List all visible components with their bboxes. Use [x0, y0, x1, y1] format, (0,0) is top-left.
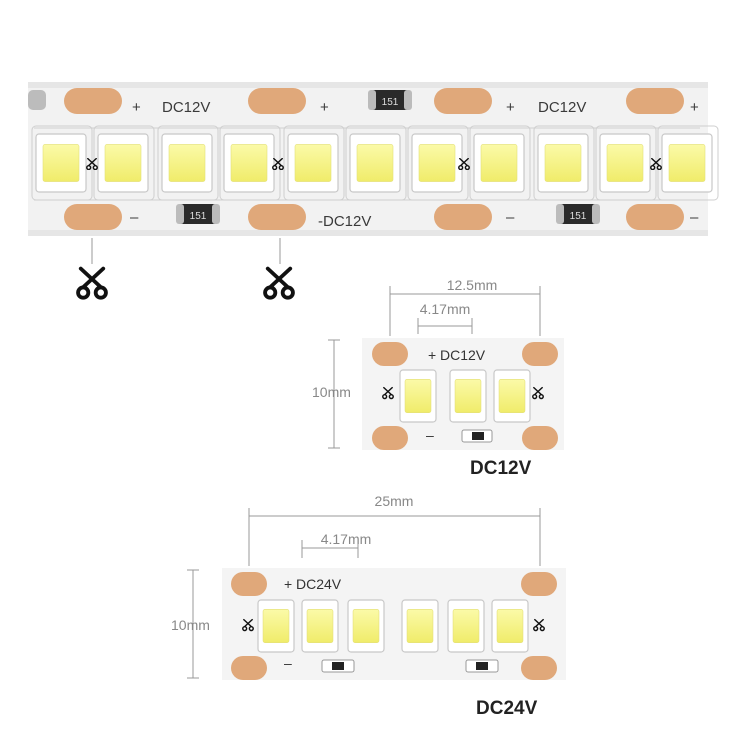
- voltage-label: DC12V: [440, 347, 486, 363]
- led-chip: [257, 599, 295, 653]
- strip-voltage-label: DC12V: [162, 99, 210, 116]
- resistor: 151: [556, 204, 600, 224]
- svg-text:151: 151: [382, 97, 399, 108]
- voltage-label: DC24V: [296, 576, 342, 592]
- led-chip: [349, 133, 401, 193]
- led-row: [31, 125, 719, 201]
- copper-pad: [231, 656, 267, 680]
- copper-pad: [231, 572, 267, 596]
- copper-pad: [434, 88, 492, 114]
- led-chip: [599, 133, 651, 193]
- width-label: 12.5mm: [447, 277, 498, 293]
- led-outline: [657, 125, 719, 201]
- scissors-icon: [265, 269, 293, 298]
- led-outline: [407, 125, 469, 201]
- led-outline: [93, 125, 155, 201]
- led-chip: [97, 133, 149, 193]
- copper-pad: [521, 656, 557, 680]
- led-row: [257, 599, 529, 653]
- copper-pad: [64, 204, 122, 230]
- copper-pad: [522, 342, 558, 366]
- height-label: 10mm: [171, 617, 210, 633]
- plus-sign: +: [428, 347, 436, 363]
- led-chip: [493, 369, 531, 423]
- copper-pad: [626, 204, 684, 230]
- led-chip: [449, 369, 487, 423]
- copper-pad: [434, 204, 492, 230]
- diagram-caption-12v: DC12V: [470, 458, 532, 479]
- led-chip: [301, 599, 339, 653]
- led-chip: [411, 133, 463, 193]
- plus-sign: +: [506, 99, 515, 116]
- scissors-icon: [78, 269, 106, 298]
- pitch-label: 4.17mm: [321, 531, 372, 547]
- led-row: [399, 369, 531, 423]
- copper-pad: [372, 426, 408, 450]
- led-chip: [661, 133, 713, 193]
- resistor: [465, 659, 499, 673]
- led-chip: [223, 133, 275, 193]
- led-chip: [347, 599, 385, 653]
- copper-pad: [64, 88, 122, 114]
- svg-text:151: 151: [190, 211, 207, 222]
- resistor: [461, 429, 493, 443]
- resistor: 151: [176, 204, 220, 224]
- minus-sign: –: [130, 209, 139, 226]
- diagram-12v: 12.5mm 4.17mm 10mm + DC12V –: [312, 277, 564, 450]
- resistor: [321, 659, 355, 673]
- minus-sign: –: [506, 209, 515, 226]
- led-chip: [35, 133, 87, 193]
- height-label: 10mm: [312, 384, 351, 400]
- plus-sign: +: [132, 99, 141, 116]
- resistor: 151: [368, 90, 412, 110]
- top-strip-photo: 151 151 151 + DC12V + + DC12V + – -DC12V…: [28, 82, 719, 236]
- led-outline: [219, 125, 281, 201]
- copper-pad: [626, 88, 684, 114]
- plus-sign: +: [284, 576, 292, 592]
- led-chip: [473, 133, 525, 193]
- svg-text:151: 151: [570, 211, 587, 222]
- led-chip: [287, 133, 339, 193]
- led-chip: [399, 369, 437, 423]
- led-outline: [157, 125, 219, 201]
- led-outline: [345, 125, 407, 201]
- minus-sign: –: [426, 427, 434, 443]
- led-chip: [491, 599, 529, 653]
- led-outline: [533, 125, 595, 201]
- plus-sign: +: [320, 99, 329, 116]
- plus-sign: +: [690, 99, 699, 116]
- copper-pad: [522, 426, 558, 450]
- minus-sign: –: [690, 209, 699, 226]
- minus-sign: –: [284, 655, 292, 671]
- led-chip: [161, 133, 213, 193]
- copper-pad: [248, 204, 306, 230]
- copper-pad: [248, 88, 306, 114]
- diagram-24v: 25mm 4.17mm 10mm + DC24V –: [171, 493, 566, 680]
- copper-pad: [521, 572, 557, 596]
- diagram-caption-24v: DC24V: [476, 698, 538, 719]
- led-outline: [469, 125, 531, 201]
- copper-pad: [372, 342, 408, 366]
- led-outline: [283, 125, 345, 201]
- led-chip: [537, 133, 589, 193]
- led-chip: [447, 599, 485, 653]
- strip-voltage-label: DC12V: [538, 99, 586, 116]
- pitch-label: 4.17mm: [420, 301, 471, 317]
- width-label: 25mm: [375, 493, 414, 509]
- strip-voltage-label: -DC12V: [318, 213, 371, 230]
- led-chip: [401, 599, 439, 653]
